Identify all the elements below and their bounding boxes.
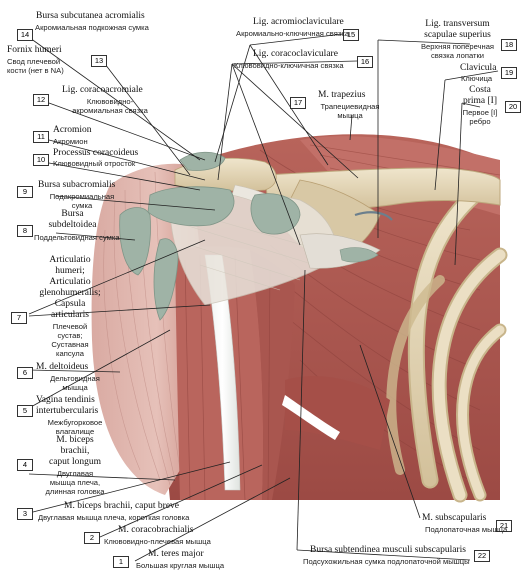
label-number-12: 12 [33, 94, 49, 106]
label-number-5: 5 [17, 405, 33, 417]
label-russian-bursa-subdeltoidea: Поддельтовидная сумка [34, 233, 120, 242]
label-latin-coracobrachialis: M. coracobrachialis [118, 525, 194, 535]
label-russian-vagina-tendinis-2: влагалище [55, 427, 95, 436]
label-latin-articulatio-3: Articulatio [49, 277, 91, 287]
label-latin-articulatio-4: glenohumeralis; [39, 288, 101, 298]
label-russian-lig-transversum-1: Верхняя поперечная [420, 42, 495, 51]
label-russian-m-trapezius-2: мышца [337, 111, 363, 120]
label-number-19: 19 [501, 67, 517, 79]
label-russian-capsula-1: Суставная [51, 340, 89, 349]
label-number-2: 2 [84, 532, 100, 544]
label-latin-lig-coracoclaviculare: Lig. coracoclaviculare [253, 49, 338, 59]
label-latin-processus-coracoideus: Processus coracoideus [53, 148, 139, 158]
label-latin-lig-transversum-1: Lig. transversum [425, 19, 490, 29]
label-russian-articulatio-1: Плечевой [52, 322, 88, 331]
label-russian-lig-coracoacromiale-2: акромиальная связка [72, 106, 148, 115]
label-latin-m-deltoideus: M. deltoideus [36, 362, 89, 372]
label-latin-bursa-subcutanea-acromialis: Bursa subcutanea acromialis [36, 11, 145, 21]
label-russian-acromion: Акромион [53, 137, 88, 146]
label-latin-acromion: Acromion [53, 125, 92, 135]
label-latin-vagina-tendinis-2: intertubercularis [36, 406, 99, 416]
label-russian-biceps-breve: Двуглавая мышца плеча, короткая головка [38, 513, 190, 522]
label-latin-biceps-breve: M. biceps brachii, caput breve [64, 501, 180, 511]
label-latin-bursa-subtendinea: Bursa subtendinea musculi subscapularis [310, 545, 466, 555]
subscapularis-tendon [299, 211, 393, 269]
label-number-14: 14 [17, 29, 33, 41]
label-number-10: 10 [33, 154, 49, 166]
fascia-band [282, 395, 340, 440]
label-russian-lig-acromioclaviculare: Акромиально-ключичная связка [236, 29, 350, 38]
label-latin-fornix-humeri: Fornix humeri [7, 45, 62, 55]
label-number-16: 16 [357, 56, 373, 68]
label-latin-capsula-1: Capsula [54, 299, 86, 309]
label-latin-biceps-longum-1: M. biceps [56, 435, 94, 445]
label-russian-coracobrachialis: Клювовидно-плечевая мышца [104, 537, 211, 546]
label-russian-costa-prima-1: Первое [I] [462, 108, 498, 117]
label-russian-bursa-subcutanea-acromialis: Акромиальная подкожная сумка [35, 23, 149, 32]
label-latin-teres-major: M. teres major [148, 549, 204, 559]
label-russian-biceps-longum-3: длинная головка [45, 487, 105, 496]
label-russian-m-subscapularis: Подлопаточная мышца [425, 525, 508, 534]
teres-major-muscle [285, 376, 390, 450]
label-russian-lig-transversum-2: связка лопатки [430, 51, 485, 60]
label-latin-lig-acromioclaviculare: Lig. acromioclaviculare [253, 17, 344, 27]
label-russian-processus-coracoideus: Клювовидный отросток [53, 159, 136, 168]
label-russian-bursa-subacromialis-2: сумка [71, 201, 93, 210]
label-russian-biceps-longum-2: мышца плеча, [49, 478, 101, 487]
label-russian-costa-prima-2: ребро [469, 117, 491, 126]
label-latin-biceps-longum-2: brachii, [60, 446, 90, 456]
label-russian-capsula-2: капсула [56, 349, 84, 358]
label-russian-vagina-tendinis-1: Межбугорковое [47, 418, 103, 427]
label-number-11: 11 [33, 131, 49, 143]
ribs [386, 181, 508, 503]
label-latin-bursa-subdeltoidea-2: subdeltoidea [48, 220, 97, 230]
label-number-1: 1 [113, 556, 129, 568]
label-number-22: 22 [474, 550, 490, 562]
label-number-20: 20 [505, 101, 521, 113]
label-number-3: 3 [17, 508, 33, 520]
label-russian-fornix-humeri-2: кости (нет в NA) [7, 66, 64, 75]
label-russian-articulatio-2: сустав; [57, 331, 83, 340]
label-latin-articulatio-1: Articulatio [49, 255, 91, 265]
label-russian-m-deltoideus-2: мышца [62, 383, 88, 392]
label-latin-m-subscapularis: M. subscapularis [422, 513, 487, 523]
label-russian-bursa-subacromialis-1: Подакромиальная [49, 192, 115, 201]
label-number-6: 6 [17, 367, 33, 379]
label-russian-m-deltoideus-1: Дельтовидная [50, 374, 100, 383]
label-latin-capsula-2: articularis [51, 310, 89, 320]
label-russian-bursa-subtendinea: Подсухожильная сумка подлопаточной мышцы [303, 557, 470, 566]
label-russian-fornix-humeri-1: Свод плечевой [7, 57, 61, 66]
label-latin-costa-prima-1: Costa [469, 85, 491, 95]
label-russian-teres-major: Большая круглая мышца [136, 561, 225, 570]
label-latin-bursa-subacromialis: Bursa subacromialis [38, 180, 116, 190]
label-number-8: 8 [17, 225, 33, 237]
label-latin-lig-transversum-2: scapulae superius [424, 30, 491, 40]
label-russian-biceps-longum-1: Двуглавая [56, 469, 94, 478]
label-latin-clavicula: Clavicula [460, 63, 497, 73]
label-number-7: 7 [11, 312, 27, 324]
label-russian-clavicula: Ключица [461, 74, 493, 83]
label-number-18: 18 [501, 39, 517, 51]
label-number-21: 21 [496, 520, 512, 532]
label-number-4: 4 [17, 459, 33, 471]
label-number-13: 13 [91, 55, 107, 67]
label-latin-m-trapezius: M. trapezius [318, 90, 366, 100]
label-latin-vagina-tendinis-1: Vagina tendinis [36, 395, 95, 405]
label-russian-lig-coracoclaviculare: Клювовидно-ключичная связка [234, 61, 344, 70]
label-russian-lig-coracoacromiale-1: Клювовидно- [86, 97, 134, 106]
label-russian-m-trapezius-1: Трапециевидная [320, 102, 380, 111]
label-latin-lig-coracoacromiale: Lig. coracoacromiale [62, 85, 143, 95]
leader-lines [28, 33, 499, 562]
label-latin-articulatio-2: humeri; [55, 266, 85, 276]
label-number-15: 15 [343, 29, 359, 41]
label-latin-biceps-longum-3: caput longum [49, 457, 101, 467]
label-latin-bursa-subdeltoidea-1: Bursa [61, 209, 84, 219]
label-number-17: 17 [290, 97, 306, 109]
label-number-9: 9 [17, 186, 33, 198]
label-latin-costa-prima-2: prima [I] [462, 96, 498, 106]
